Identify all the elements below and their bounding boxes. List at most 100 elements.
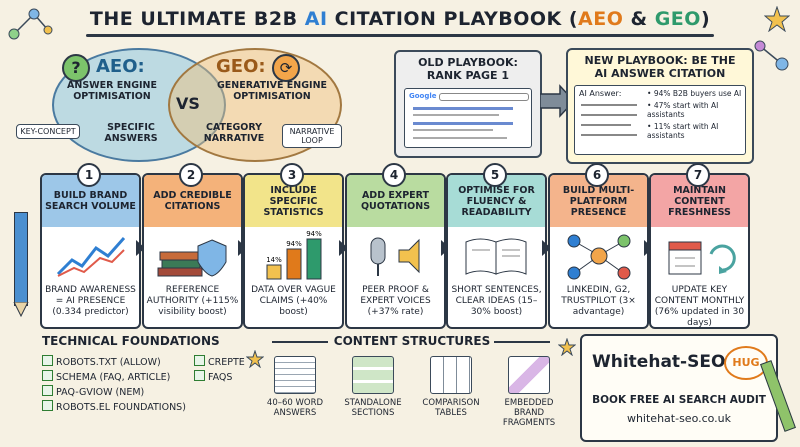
content-item-tables: COMPARISON TABLES bbox=[418, 356, 484, 428]
step-footer: DATA OVER VAGUE CLAIMS (+40% boost) bbox=[251, 285, 336, 317]
tech-title: TECHNICAL FOUNDATIONS bbox=[42, 334, 220, 348]
refresh-icon: ⟳ bbox=[272, 54, 300, 82]
arrow-right-icon bbox=[238, 240, 247, 256]
arrow-right-icon bbox=[441, 240, 450, 256]
stat-bar-label: 94% bbox=[306, 231, 322, 238]
content-structures: CONTENT STRUCTURES 40–60 WORD ANSWERS ST… bbox=[262, 334, 562, 438]
checkbox-icon bbox=[42, 370, 53, 381]
step-number: 6 bbox=[585, 163, 609, 187]
star-icon bbox=[558, 338, 576, 356]
new-playbook-title: NEW PLAYBOOK: BE THE AI ANSWER CITATION bbox=[584, 54, 736, 80]
website-link[interactable]: whitehat-seo.co.uk bbox=[626, 412, 732, 425]
result-line bbox=[413, 122, 513, 125]
tech-item: ROBOTS.TXT (ALLOW) bbox=[42, 354, 186, 369]
step-card-1: BUILD BRAND SEARCH VOLUME BRAND AWARENESS… bbox=[40, 173, 141, 329]
tech-item: CREPTE bbox=[194, 354, 245, 369]
step-number: 3 bbox=[280, 163, 304, 187]
stat-list: • 94% B2B buyers use AI • 47% start with… bbox=[647, 89, 745, 140]
stat-item: • 94% B2B buyers use AI bbox=[647, 89, 742, 98]
answer-line bbox=[581, 114, 637, 116]
content-title: CONTENT STRUCTURES bbox=[333, 334, 491, 348]
microphone-icon bbox=[347, 227, 444, 285]
network-doodle-icon bbox=[754, 40, 789, 71]
content-item-answers: 40–60 WORD ANSWERS bbox=[262, 356, 328, 428]
tech-item: SCHEMA (FAQ, ARTICLE) bbox=[42, 369, 186, 384]
step-title: INCLUDE SPECIFIC STATISTICS bbox=[245, 175, 342, 227]
geo-full: GENERATIVE ENGINE OPTIMISATION bbox=[216, 80, 328, 102]
stat-item: • 47% start with AI assistants bbox=[647, 101, 719, 119]
open-book-icon bbox=[448, 227, 545, 285]
arrow-right-icon bbox=[136, 240, 145, 256]
old-playbook-panel: OLD PLAYBOOK: RANK PAGE 1 Google bbox=[394, 50, 542, 158]
aeo-full: ANSWER ENGINE OPTIMISATION bbox=[67, 80, 157, 102]
stat-bar bbox=[266, 264, 281, 280]
aeo-focus: SPECIFIC ANSWERS bbox=[104, 122, 158, 144]
key-concept-tag: KEY-CONCEPT bbox=[16, 124, 80, 139]
step-footer: BRAND AWARENESS = AI PRESENCE (0.334 pre… bbox=[45, 285, 136, 317]
narrative-loop-tag: NARRATIVE LOOP bbox=[282, 124, 342, 148]
step-footer: PEER PROOF & EXPERT VOICES (+37% rate) bbox=[360, 285, 431, 317]
new-playbook-panel: NEW PLAYBOOK: BE THE AI ANSWER CITATION … bbox=[566, 48, 754, 164]
stat-bar bbox=[306, 238, 321, 280]
checkbox-icon bbox=[42, 355, 53, 366]
document-icon bbox=[274, 356, 316, 394]
step-footer: LINKEDIN, G2, TRUSTPILOT (3× advantage) bbox=[561, 285, 636, 317]
calendar-refresh-icon bbox=[651, 227, 748, 285]
content-items: 40–60 WORD ANSWERS STANDALONE SECTIONS C… bbox=[262, 356, 562, 428]
stats-bar-icon: 14%94%94% bbox=[266, 231, 322, 280]
step-number: 2 bbox=[179, 163, 203, 187]
stat-bar-label: 94% bbox=[286, 240, 302, 248]
content-arrow-line bbox=[272, 341, 328, 343]
pencil-icon bbox=[14, 212, 28, 306]
content-item-sections: STANDALONE SECTIONS bbox=[340, 356, 406, 428]
step-footer: UPDATE KEY CONTENT MONTHLY (76% updated … bbox=[654, 285, 745, 328]
geo-focus: CATEGORY NARRATIVE bbox=[203, 122, 265, 144]
star-icon bbox=[246, 350, 264, 368]
arrow-right-icon bbox=[339, 240, 348, 256]
tech-foundations: TECHNICAL FOUNDATIONS ROBOTS.TXT (ALLOW)… bbox=[30, 334, 264, 438]
answer-line bbox=[581, 134, 637, 136]
ai-answer-label: AI Answer: bbox=[579, 89, 622, 98]
pencil-tip-icon bbox=[13, 302, 29, 318]
trend-chart-icon bbox=[42, 227, 139, 285]
result-line bbox=[413, 137, 507, 139]
checkbox-icon bbox=[194, 355, 205, 366]
geo-label: GEO: bbox=[216, 56, 266, 77]
result-line bbox=[413, 129, 493, 131]
search-bar bbox=[439, 93, 529, 101]
stat-bar bbox=[286, 248, 301, 280]
title-underline bbox=[86, 34, 714, 37]
cta-box[interactable]: Whitehat-SEO HUG BOOK FREE AI SEARCH AUD… bbox=[580, 334, 778, 442]
old-playbook-title: OLD PLAYBOOK: RANK PAGE 1 bbox=[418, 56, 518, 82]
tech-list-side: CREPTE FAQS bbox=[194, 354, 245, 384]
result-line bbox=[413, 114, 499, 116]
step-footer: SHORT SENTENCES, CLEAR IDEAS (15–30% boo… bbox=[451, 285, 542, 317]
checkbox-icon bbox=[194, 370, 205, 381]
books-shield-icon bbox=[144, 227, 241, 285]
answer-line bbox=[581, 124, 631, 126]
tech-item: FAQS bbox=[194, 369, 245, 384]
arrow-right-icon bbox=[644, 240, 653, 256]
step-number: 7 bbox=[686, 163, 710, 187]
step-title: BUILD BRAND SEARCH VOLUME bbox=[42, 175, 139, 227]
content-item-fragments: EMBEDDED BRAND FRAGMENTS bbox=[496, 356, 562, 428]
tech-list-main: ROBOTS.TXT (ALLOW) SCHEMA (FAQ, ARTICLE)… bbox=[42, 354, 186, 414]
content-arrow-line bbox=[494, 341, 550, 343]
tech-item: PAQ-GVIOW (NEM) bbox=[42, 384, 186, 399]
ai-answer-box: AI Answer: • 94% B2B buyers use AI • 47%… bbox=[574, 85, 746, 155]
checkbox-icon bbox=[42, 400, 53, 411]
search-engine-label: Google bbox=[409, 92, 437, 100]
network-icon bbox=[550, 227, 647, 285]
stat-item: • 11% start with AI assistants bbox=[647, 122, 719, 140]
brand-fragment-icon bbox=[508, 356, 550, 394]
stats-bar-icon: 14%94%94% bbox=[245, 227, 342, 285]
audit-cta[interactable]: BOOK FREE AI SEARCH AUDIT bbox=[592, 394, 766, 406]
network-doodle-icon bbox=[8, 8, 53, 40]
sections-icon bbox=[352, 356, 394, 394]
page-title: THE ULTIMATE B2B AI CITATION PLAYBOOK (A… bbox=[89, 8, 711, 30]
